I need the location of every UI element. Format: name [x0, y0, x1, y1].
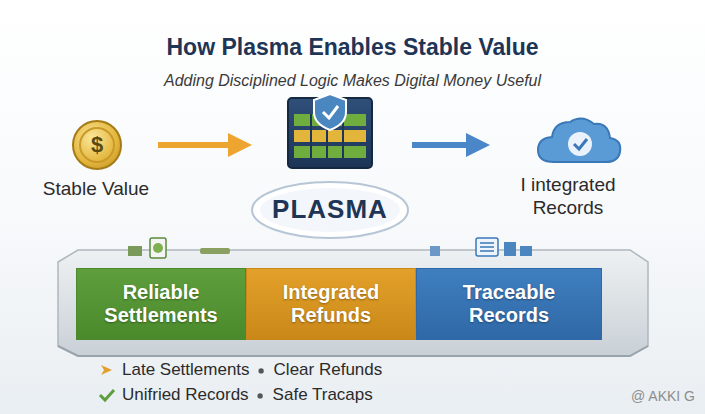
records-icon — [430, 238, 532, 256]
panel-text: Reliable Settlements — [87, 281, 235, 327]
server-divider — [310, 114, 312, 158]
panel-text: Traceable Records — [427, 281, 591, 327]
title: How Plasma Enables Stable Value — [0, 34, 705, 61]
plasma-node: PLASMA — [250, 92, 410, 242]
bullet-row: Unifried Records Safe Tracaps — [98, 385, 373, 405]
bullet-text: Safe Tracaps — [273, 385, 373, 405]
coin-rim: $ — [79, 127, 115, 163]
bullet-text: Unifried Records — [122, 385, 249, 405]
arrow-marker — [98, 362, 116, 378]
platform-edge — [58, 346, 648, 356]
bullet-text: Late Settlements — [122, 360, 250, 380]
flow-arrow — [412, 142, 478, 148]
currency-symbol: $ — [91, 132, 103, 158]
cloud-node: I integrated Records — [488, 108, 648, 222]
dot-marker — [254, 362, 270, 378]
watermark: @ AKKI G — [631, 388, 695, 404]
panel-text: Integrated Refunds — [257, 281, 405, 327]
feature-panel: Integrated Refunds — [246, 268, 416, 340]
receipt-icon — [128, 238, 230, 258]
server-stripe — [294, 146, 366, 158]
feature-panel: Reliable Settlements — [76, 268, 246, 340]
subtitle: Adding Disciplined Logic Makes Digital M… — [0, 72, 705, 90]
cloud-icon — [534, 110, 624, 170]
coin-node: $ Stable Value — [36, 112, 156, 204]
node-title: PLASMA — [250, 194, 410, 225]
node-label: Stable Value — [36, 178, 156, 200]
dot-marker — [253, 387, 269, 403]
platform-base — [58, 250, 648, 356]
feature-panel: Traceable Records — [416, 268, 602, 340]
server-stripe — [294, 130, 366, 142]
cloud — [538, 118, 620, 162]
node-label: I integrated Records — [488, 174, 648, 220]
coin: $ — [72, 120, 122, 170]
check-circle — [568, 132, 592, 156]
bullet-text: Clear Refunds — [274, 360, 383, 380]
bullet-row: Late Settlements Clear Refunds — [98, 360, 382, 380]
check-marker — [98, 387, 116, 403]
shield — [314, 94, 346, 130]
shield-check — [323, 106, 338, 118]
flow-arrow — [158, 142, 240, 148]
check-mark — [574, 139, 587, 149]
